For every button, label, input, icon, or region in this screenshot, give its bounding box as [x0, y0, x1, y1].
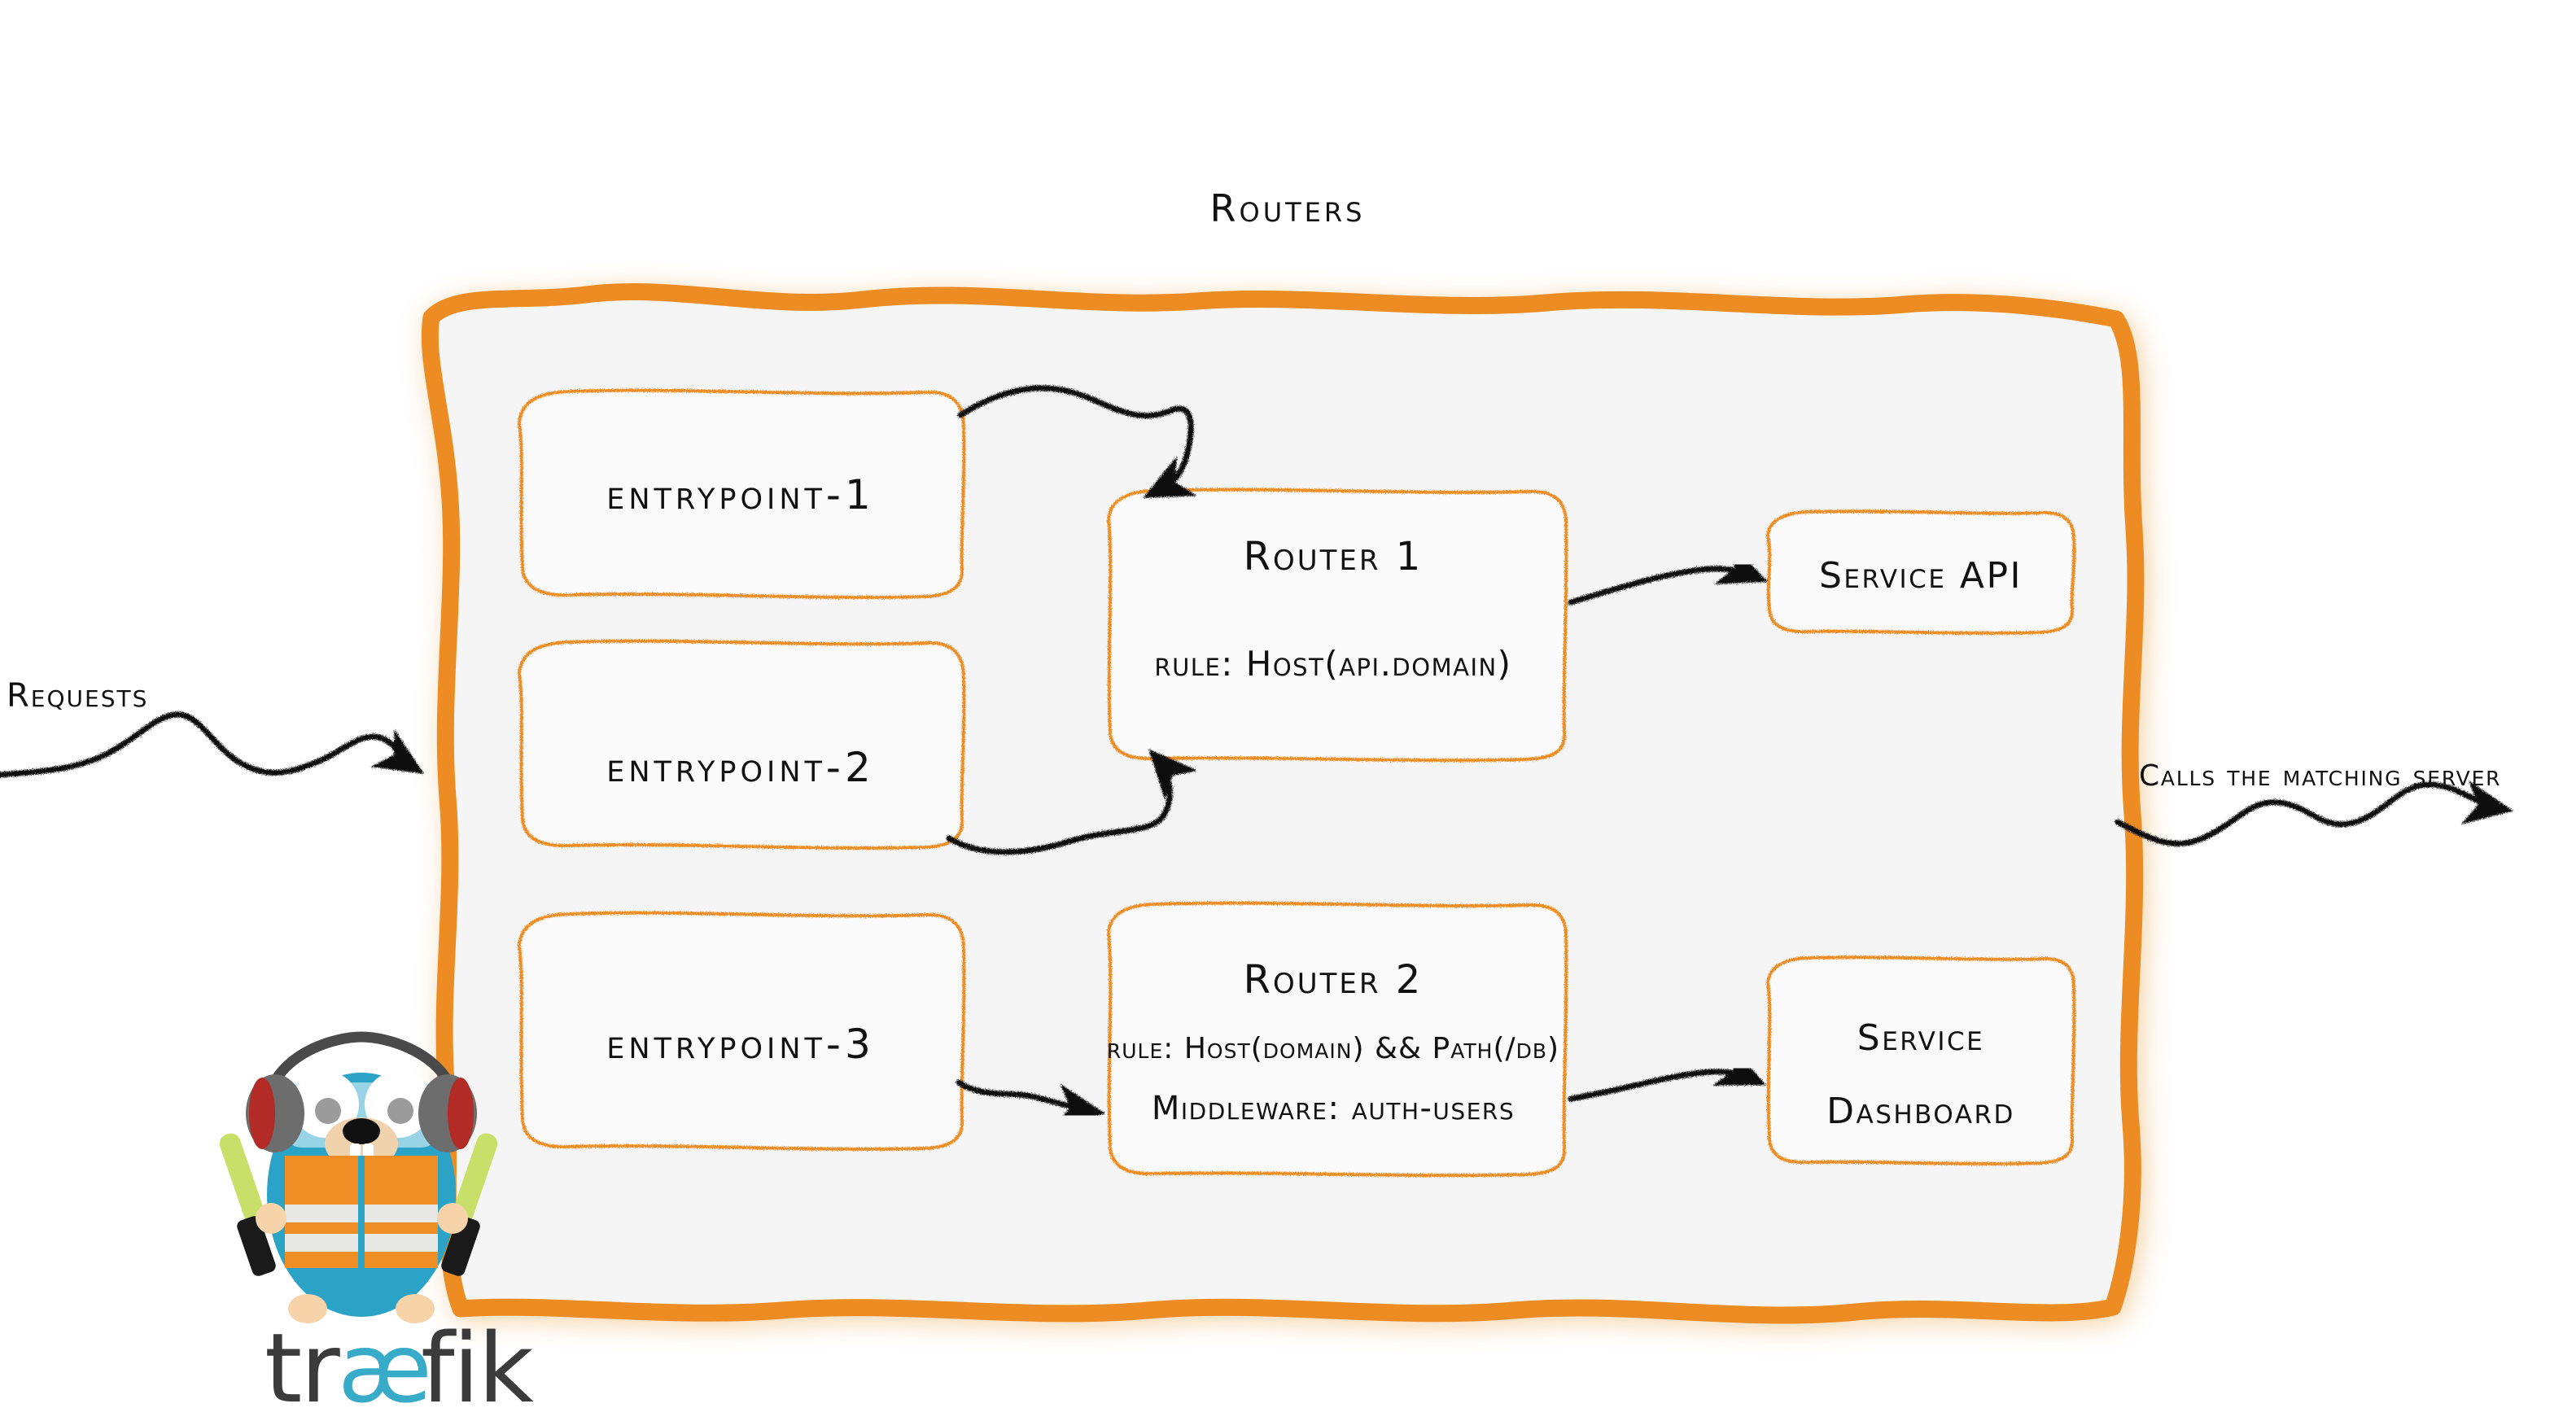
entrypoint-3-label: entrypoint-3: [606, 1021, 875, 1068]
arrow-outgoing-calls: [2115, 781, 2513, 847]
gopher-nose: [343, 1118, 380, 1144]
router-2-middleware: Middleware: auth-users: [1152, 1090, 1515, 1127]
router-1-rule: rule: Host(api.domain): [1154, 644, 1511, 684]
gopher-foot-left: [288, 1294, 327, 1323]
wordmark-part-3: fik: [421, 1312, 533, 1408]
arrow-incoming-requests: [0, 711, 425, 778]
service-api-label: Service API: [1819, 555, 2023, 597]
service-dashboard-label-line1: Service: [1857, 1017, 1984, 1059]
entrypoint-1-label: entrypoint-1: [606, 471, 875, 518]
calls-matching-server-label: Calls the matching server: [2139, 759, 2501, 793]
arrow-entrypoint3-to-router2: [956, 1079, 1105, 1128]
router-1-name: Router 1: [1244, 534, 1424, 579]
entrypoint-2-label: entrypoint-2: [606, 744, 875, 791]
router-2-name: Router 2: [1244, 957, 1424, 1003]
router-box-1[interactable]: Router 1 rule: Host(api.domain): [1107, 488, 1568, 763]
entrypoint-box-2[interactable]: entrypoint-2: [518, 639, 966, 850]
headphone-right-icon: [418, 1074, 477, 1152]
service-dashboard-label-line2: Dashboard: [1826, 1091, 2015, 1132]
service-box-api[interactable]: Service API: [1766, 509, 2076, 635]
glow-wand-left-icon: [219, 1133, 276, 1276]
arrow-entrypoint2-to-router1: [946, 749, 1198, 855]
gopher-hand-left: [256, 1203, 286, 1234]
wordmark-part-1: tr: [265, 1312, 340, 1408]
gopher-pupil-left: [315, 1098, 341, 1124]
gopher-pupil-right: [387, 1098, 413, 1124]
gopher-foot-right: [396, 1294, 435, 1323]
arrow-router1-to-service-api: [1568, 543, 1769, 606]
traefik-wordmark: tr æ fik: [265, 1312, 535, 1408]
router-2-rule: rule: Host(domain) && Path(/db): [1107, 1032, 1559, 1065]
arrow-router2-to-service-dashboard: [1568, 1044, 1766, 1102]
page-title: Routers: [1210, 186, 1366, 230]
headphone-band-icon: [265, 1031, 457, 1095]
service-box-dashboard[interactable]: Service Dashboard: [1766, 955, 2076, 1165]
traefik-gopher-logo: tr æ fik: [219, 1031, 535, 1408]
requests-label: Requests: [7, 677, 148, 715]
headphone-left-icon: [246, 1074, 304, 1152]
gopher-hand-right: [437, 1203, 468, 1234]
wordmark-part-2-ae: æ: [338, 1312, 431, 1408]
router-box-2[interactable]: Router 2 rule: Host(domain) && Path(/db)…: [1107, 901, 1568, 1178]
entrypoint-box-3[interactable]: entrypoint-3: [518, 911, 966, 1151]
arrow-entrypoint1-to-router1: [957, 385, 1197, 498]
entrypoint-box-1[interactable]: entrypoint-1: [518, 388, 966, 599]
